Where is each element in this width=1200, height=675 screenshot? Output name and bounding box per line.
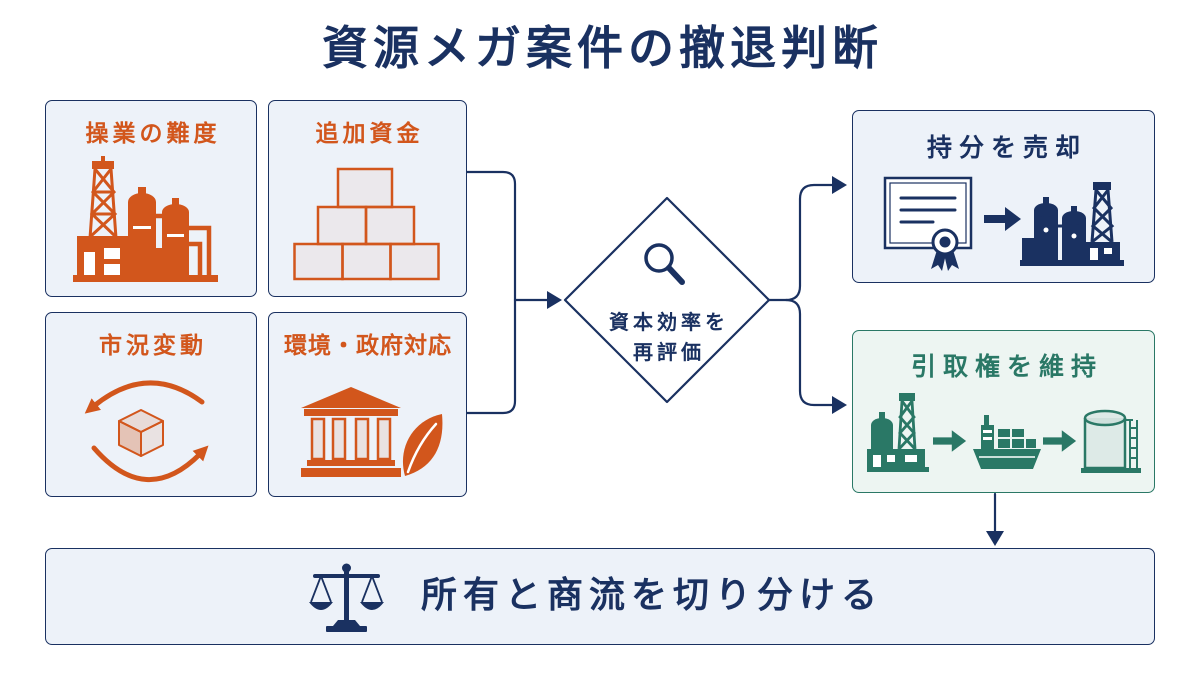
branch-to-keep-offtake-line (784, 298, 836, 407)
factor-label: 操業の難度 (85, 121, 221, 147)
arrow-right-icon (933, 429, 967, 453)
conclusion-box: 所有と商流を切り分ける (45, 548, 1155, 645)
arrow-right-icon (1043, 429, 1077, 453)
arrow-right-icon (984, 206, 1022, 232)
government-leaf-icon (301, 386, 443, 481)
arrow-to-keep-offtake-head (832, 396, 847, 414)
branch-to-sell-stake-line (767, 183, 836, 302)
outcome-label: 持分を売却 (926, 133, 1087, 162)
factor-label: 環境・政府対応 (284, 333, 452, 359)
market-cycle-icon (76, 376, 221, 486)
plant-icon (867, 391, 929, 473)
certificate-icon (883, 176, 978, 271)
factor-box-market: 市況変動 (45, 312, 257, 497)
outcome-label: 引取権を維持 (910, 352, 1103, 381)
outcome-box-sell-stake: 持分を売却 (852, 110, 1155, 283)
cargo-ship-icon (973, 411, 1041, 473)
stacked-boxes-icon (293, 164, 441, 281)
factor-label: 追加資金 (315, 121, 424, 147)
decision-label-line-1: 資本効率を (609, 310, 729, 334)
decision-label: 資本効率を 再評価 (577, 307, 757, 367)
connector-upper-factors (465, 170, 517, 302)
storage-tank-icon (1081, 406, 1141, 476)
decision-label-line-2: 再評価 (633, 340, 705, 364)
arrow-to-sell-stake-head (832, 176, 847, 194)
diagram-title: 資源メガ案件の撤退判断 (322, 21, 883, 75)
balance-scale-icon (309, 562, 384, 634)
magnifier-icon (641, 240, 687, 288)
outcome-box-keep-offtake: 引取権を維持 (852, 330, 1155, 493)
decision-diamond (563, 196, 771, 404)
conclusion-label: 所有と商流を切り分ける (421, 575, 884, 616)
plant-icon (1020, 180, 1124, 268)
arrow-to-conclusion-head (986, 531, 1004, 546)
factor-box-environment-government: 環境・政府対応 (268, 312, 467, 497)
factor-box-funding: 追加資金 (268, 100, 467, 297)
arrow-to-decision-head (547, 291, 562, 309)
connector-lower-factors (465, 298, 517, 415)
factor-box-operations: 操業の難度 (45, 100, 257, 297)
refinery-icon (73, 156, 218, 283)
factor-label: 市況変動 (99, 333, 207, 359)
